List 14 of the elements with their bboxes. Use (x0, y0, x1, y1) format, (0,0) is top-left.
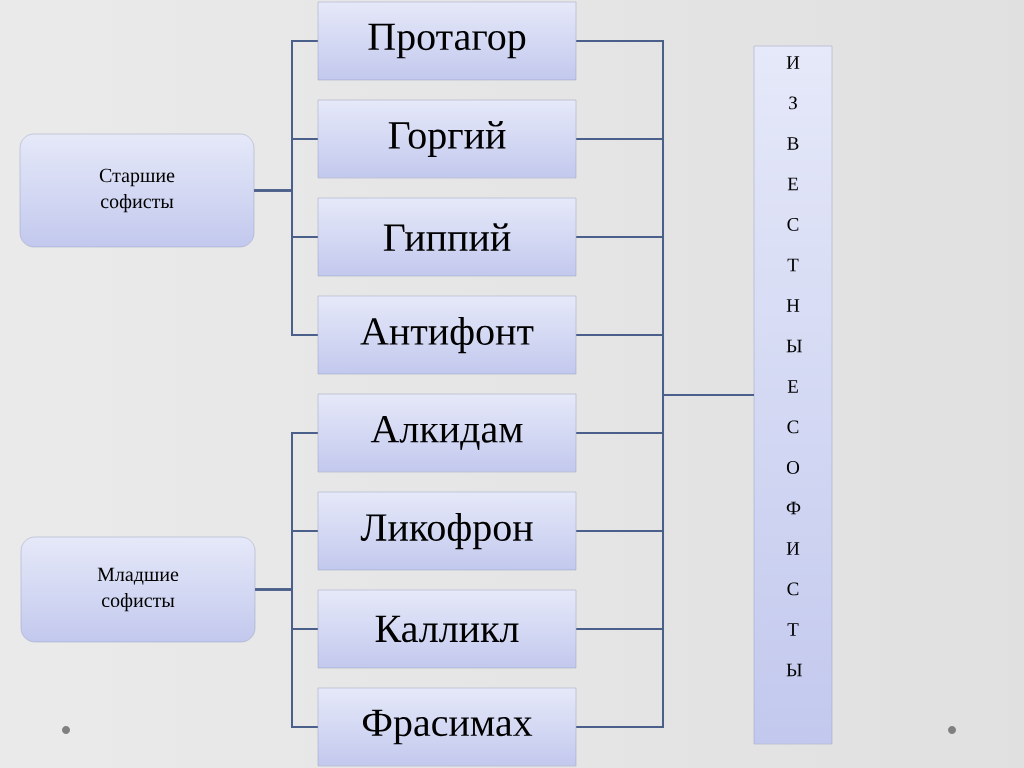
name-box: Антифонт (317, 295, 577, 375)
name-box: Фрасимах (317, 687, 577, 767)
connector-line (253, 189, 319, 336)
group-box: Старшие софисты (19, 133, 255, 248)
name-box: Гиппий (317, 197, 577, 277)
group-box: Младшие софисты (20, 536, 256, 643)
name-box: Ликофрон (317, 491, 577, 571)
vertical-text-box: ИЗВЕСТНЫЕ СОФИСТЫ (753, 45, 833, 745)
name-box: Горгий (317, 99, 577, 179)
name-box: Протагор (317, 1, 577, 81)
name-box: Алкидам (317, 393, 577, 473)
connector-line (254, 588, 319, 728)
name-box: Калликл (317, 589, 577, 669)
connector-line (575, 394, 755, 728)
